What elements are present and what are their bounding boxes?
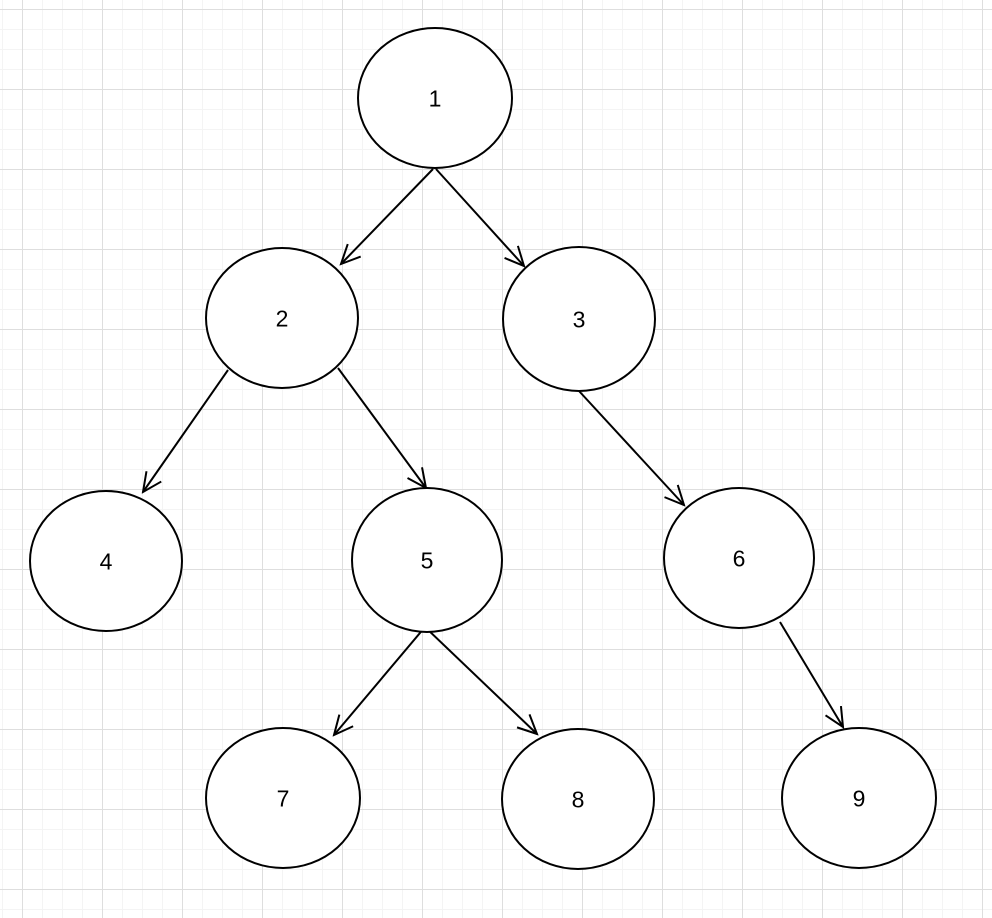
node-circle[interactable] xyxy=(502,246,656,392)
edge-1-2[interactable] xyxy=(341,168,434,264)
edge-3-6[interactable] xyxy=(578,390,684,505)
edge-2-4[interactable] xyxy=(143,369,229,492)
edge-5-7[interactable] xyxy=(334,626,426,735)
node-label: 6 xyxy=(733,545,746,571)
node-label: 2 xyxy=(276,305,289,331)
tree-node-5[interactable]: 5 xyxy=(351,487,503,633)
tree-node-4[interactable]: 4 xyxy=(29,490,183,632)
tree-node-6[interactable]: 6 xyxy=(663,487,815,629)
tree-node-2[interactable]: 2 xyxy=(205,247,359,389)
nodes-layer: 1 2 3 4 5 6 7 8 9 xyxy=(29,27,937,870)
node-circle[interactable] xyxy=(205,247,359,389)
tree-node-1[interactable]: 1 xyxy=(357,27,513,169)
edge-5-8[interactable] xyxy=(424,626,537,734)
tree-node-8[interactable]: 8 xyxy=(501,728,655,870)
node-label: 4 xyxy=(100,548,113,574)
node-circle[interactable] xyxy=(351,487,503,633)
edges-layer xyxy=(143,168,843,735)
node-circle[interactable] xyxy=(663,487,815,629)
node-label: 5 xyxy=(421,547,434,573)
node-circle[interactable] xyxy=(29,490,183,632)
node-label: 1 xyxy=(429,85,442,111)
tree-node-3[interactable]: 3 xyxy=(502,246,656,392)
tree-node-7[interactable]: 7 xyxy=(205,727,361,869)
node-circle[interactable] xyxy=(205,727,361,869)
edge-2-5[interactable] xyxy=(337,367,426,488)
node-label: 7 xyxy=(277,785,290,811)
node-label: 8 xyxy=(572,786,585,812)
node-label: 3 xyxy=(573,306,586,332)
node-circle[interactable] xyxy=(781,727,937,869)
tree-node-9[interactable]: 9 xyxy=(781,727,937,869)
edge-1-3[interactable] xyxy=(435,168,524,266)
node-circle[interactable] xyxy=(357,27,513,169)
edge-6-9[interactable] xyxy=(779,621,843,727)
node-circle[interactable] xyxy=(501,728,655,870)
node-label: 9 xyxy=(853,785,866,811)
